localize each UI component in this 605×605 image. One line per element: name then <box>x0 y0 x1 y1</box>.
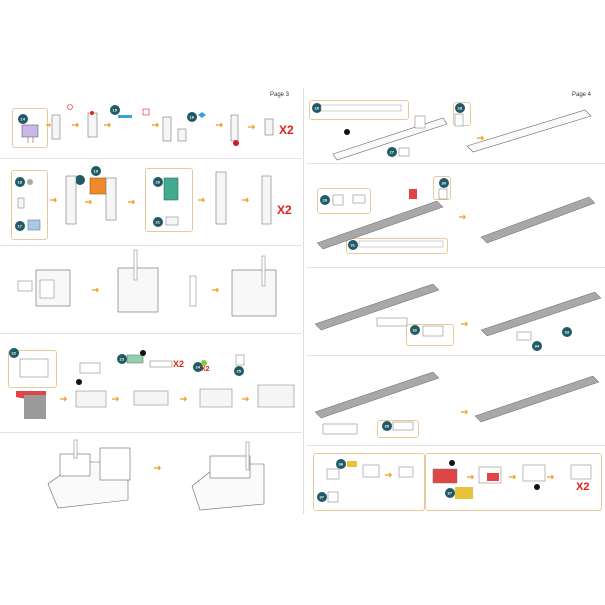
part-frame <box>433 176 451 200</box>
step-row-4: 22 23 24 25 <box>9 348 295 419</box>
step-row-2: 18 17 19 20 21 <box>15 166 272 231</box>
part-number-17: 17 <box>18 224 23 229</box>
part-number-38: 37 <box>448 491 453 496</box>
part-number-34: 34 <box>535 344 540 349</box>
page-number-left: Page 3 <box>270 92 290 98</box>
part-number-26: 26 <box>315 106 320 111</box>
multiplier-x2: X2 <box>277 203 292 217</box>
section-divider <box>0 432 302 433</box>
step-row-1: 14 15 16 <box>18 104 274 146</box>
step-row-r2: 29 30 31 <box>316 178 596 250</box>
multiplier-x2: X2 <box>576 481 590 493</box>
page-divider <box>303 88 304 514</box>
part-number-31: 31 <box>351 243 356 248</box>
part-frame <box>313 453 425 511</box>
section-divider <box>0 245 302 246</box>
step-row-r3: 32 33 34 <box>314 283 602 351</box>
part-number-35: 35 <box>385 424 390 429</box>
part-number-28: 28 <box>458 106 463 111</box>
step-row-5 <box>47 439 265 511</box>
part-number-15: 15 <box>113 108 118 113</box>
part-frame <box>317 188 371 214</box>
part-number-18: 18 <box>18 180 23 185</box>
part-number-27: 27 <box>390 150 395 155</box>
part-number-14: 14 <box>21 117 26 122</box>
part-number-22: 22 <box>12 351 17 356</box>
part-number-36: 36 <box>339 462 344 467</box>
step-row-r4: 35 <box>314 371 600 435</box>
part-frame <box>145 168 193 232</box>
step-row-3 <box>17 249 277 317</box>
part-number-32: 32 <box>413 328 418 333</box>
part-number-24: 24 <box>196 365 201 370</box>
part-frame <box>309 100 409 120</box>
part-frame <box>11 170 48 240</box>
part-frame <box>346 238 448 254</box>
page-number-right: Page 4 <box>572 92 592 98</box>
part-number-29: 29 <box>323 198 328 203</box>
multiplier-x2: X2 <box>279 123 294 137</box>
part-frame <box>8 350 57 388</box>
part-number-25: 25 <box>237 369 242 374</box>
multiplier-x2: X2 <box>173 359 185 369</box>
part-number-16: 16 <box>190 115 195 120</box>
part-number-19: 19 <box>94 169 99 174</box>
part-number-21: 21 <box>156 220 161 225</box>
part-number-33: 33 <box>565 330 570 335</box>
section-divider <box>0 158 302 159</box>
part-frame <box>12 108 48 148</box>
part-frame <box>425 453 602 511</box>
section-divider <box>0 333 302 334</box>
part-number-37: 37 <box>320 495 325 500</box>
part-number-30: 30 <box>442 181 447 186</box>
multiplier-x2: X2 <box>201 366 210 373</box>
part-number-23: 23 <box>120 357 125 362</box>
section-divider <box>306 163 605 164</box>
part-number-20: 20 <box>156 180 161 185</box>
section-divider <box>306 445 605 446</box>
section-divider <box>306 355 605 356</box>
part-frame <box>377 420 419 438</box>
step-row-r1: 26 27 28 <box>312 103 592 161</box>
step-row-r5: 36 37 37 <box>317 459 592 503</box>
section-divider <box>306 267 605 268</box>
part-frame <box>406 324 454 346</box>
